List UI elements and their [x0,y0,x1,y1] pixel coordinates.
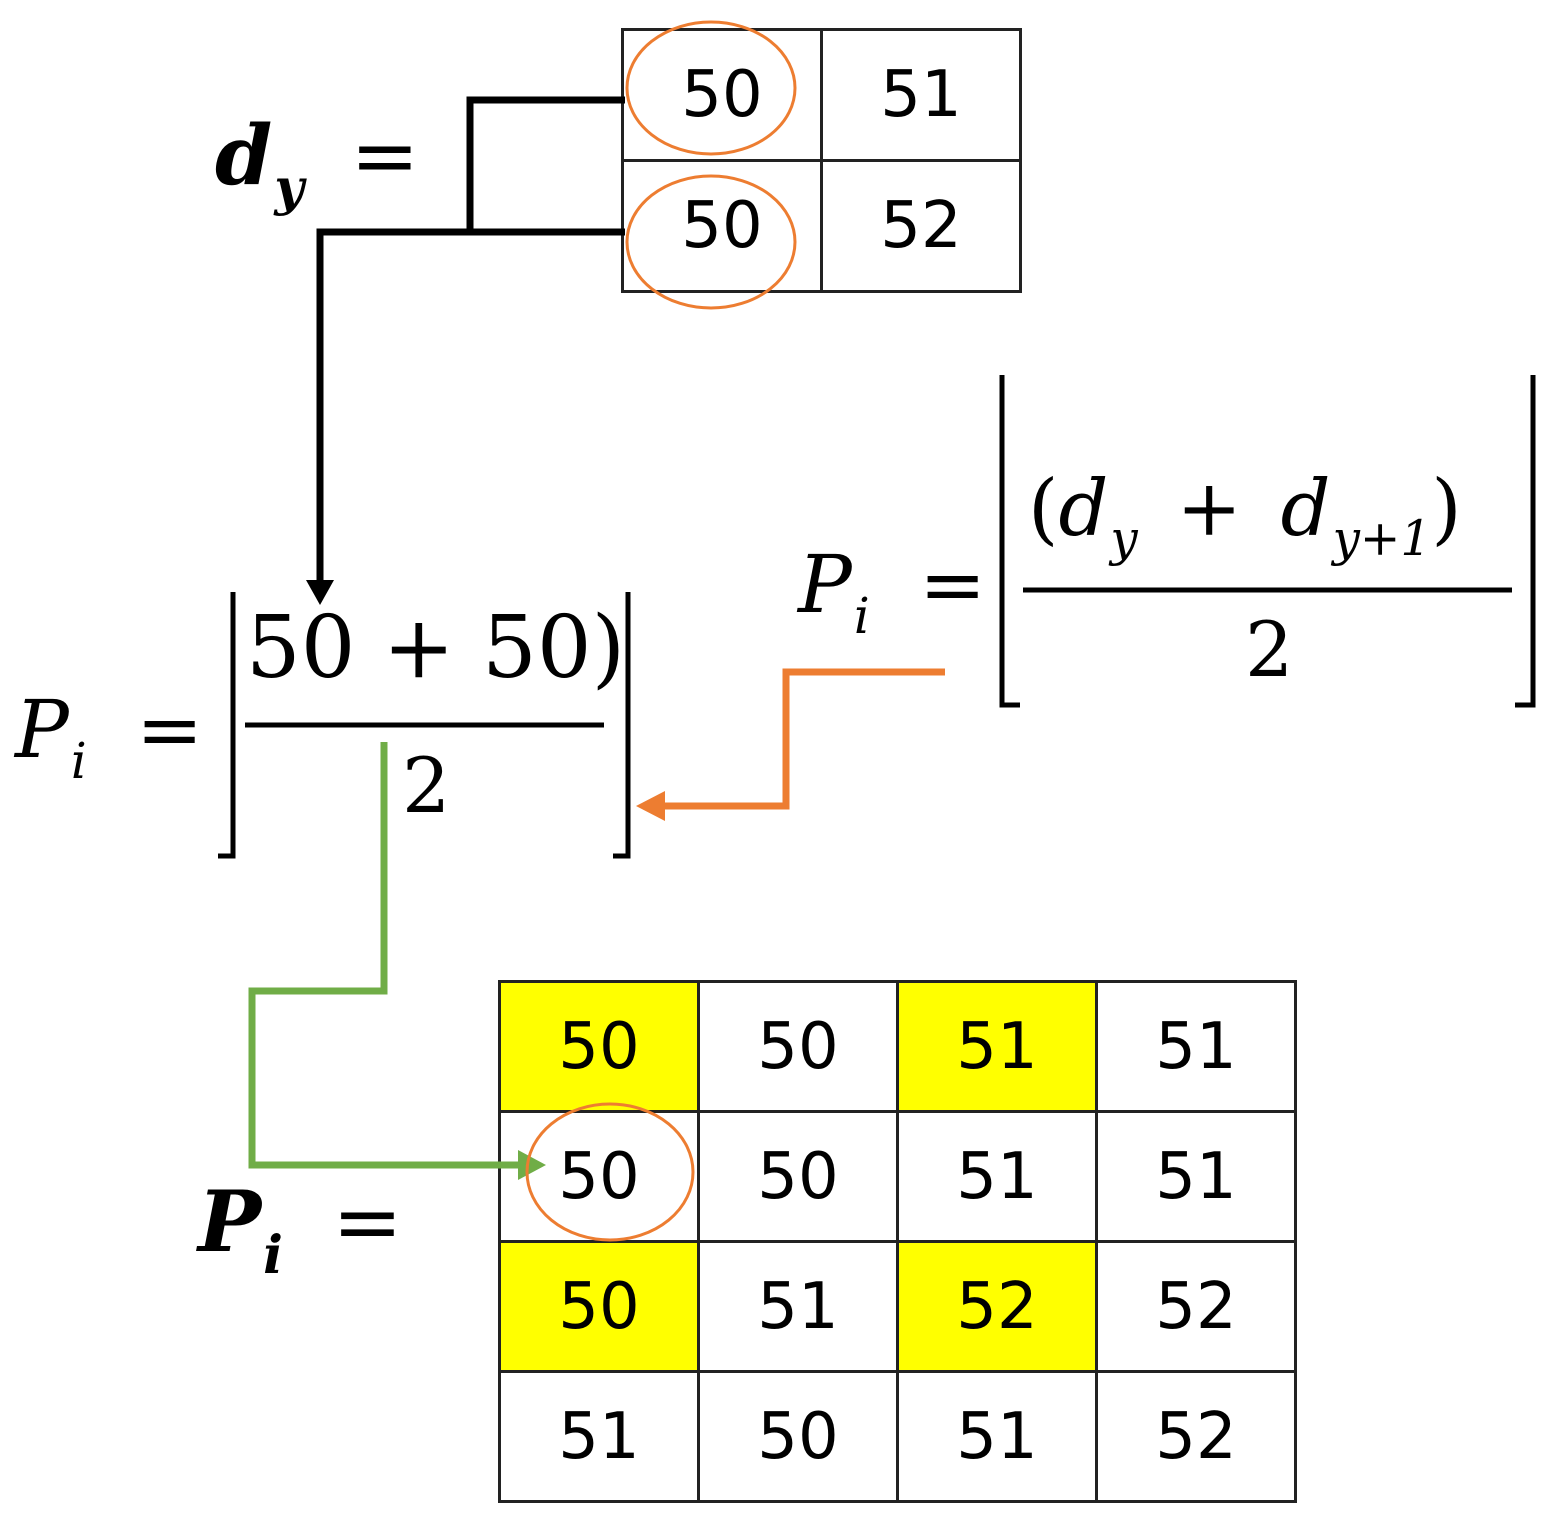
general-num-open: ( [1028,464,1059,554]
applied-formula-lhs: Pi = [15,690,203,786]
pi-table-cell: 50 [697,980,899,1113]
applied-p-subscript: i [70,731,87,790]
general-floor-right [1515,375,1536,708]
general-num-d2-sub: y+1 [1332,511,1432,568]
dy-subscript: y [274,157,304,218]
pi-table-cell: 50 [498,1240,700,1373]
dy-symbol: d [215,108,273,204]
general-numerator: (dy + dy+1) [1028,470,1462,563]
dy-table-cell: 50 [621,159,823,293]
applied-denominator: 2 [402,741,451,830]
general-denominator: 2 [1245,605,1294,694]
pi-table-cell: 52 [896,1240,1098,1373]
pi-table-cell: 50 [697,1110,899,1243]
pi-table-cell: 52 [1095,1370,1297,1503]
applied-equals: = [136,683,204,776]
applied-numerator: 50 + 50) [246,598,626,698]
dy-table-cell: 51 [820,28,1022,162]
green-connector [248,742,520,1169]
orange-arrow-head [636,791,665,821]
applied-floor-left [218,592,236,859]
general-num-close: ) [1431,464,1462,554]
pi-table-cell: 51 [498,1370,700,1503]
pi-table-cell: 51 [896,980,1098,1113]
pi-table-cell: 51 [1095,980,1297,1113]
pi-equals: = [332,1173,403,1271]
dy-equals: = [350,109,420,204]
dy-table-cell: 50 [621,28,823,162]
pi-table-cell: 51 [896,1110,1098,1243]
pi-subscript: i [263,1224,283,1286]
dy-label: dy = [215,115,419,213]
general-num-plus: + [1176,464,1242,554]
applied-p-symbol: P [15,683,69,776]
dy-table-cell: 52 [820,159,1022,293]
general-equals: = [919,538,987,631]
general-floor-left [999,375,1020,708]
general-formula-lhs: Pi = [798,545,986,641]
general-p-symbol: P [798,538,852,631]
pi-table-cell: 51 [697,1240,899,1373]
orange-connector [660,668,945,810]
general-num-d1-sub: y [1110,511,1138,568]
pi-table-cell: 52 [1095,1240,1297,1373]
pi-table-cell: 51 [1095,1110,1297,1243]
general-num-d1: d [1058,464,1109,554]
general-p-subscript: i [853,586,870,645]
pi-table-cell: 50 [697,1370,899,1503]
pi-label: Pi = [198,1180,403,1282]
pi-table-cell: 50 [498,1110,700,1243]
pi-symbol: P [198,1172,262,1271]
pi-table-cell: 50 [498,980,700,1113]
pi-table-cell: 51 [896,1370,1098,1503]
general-num-d2: d [1280,464,1331,554]
